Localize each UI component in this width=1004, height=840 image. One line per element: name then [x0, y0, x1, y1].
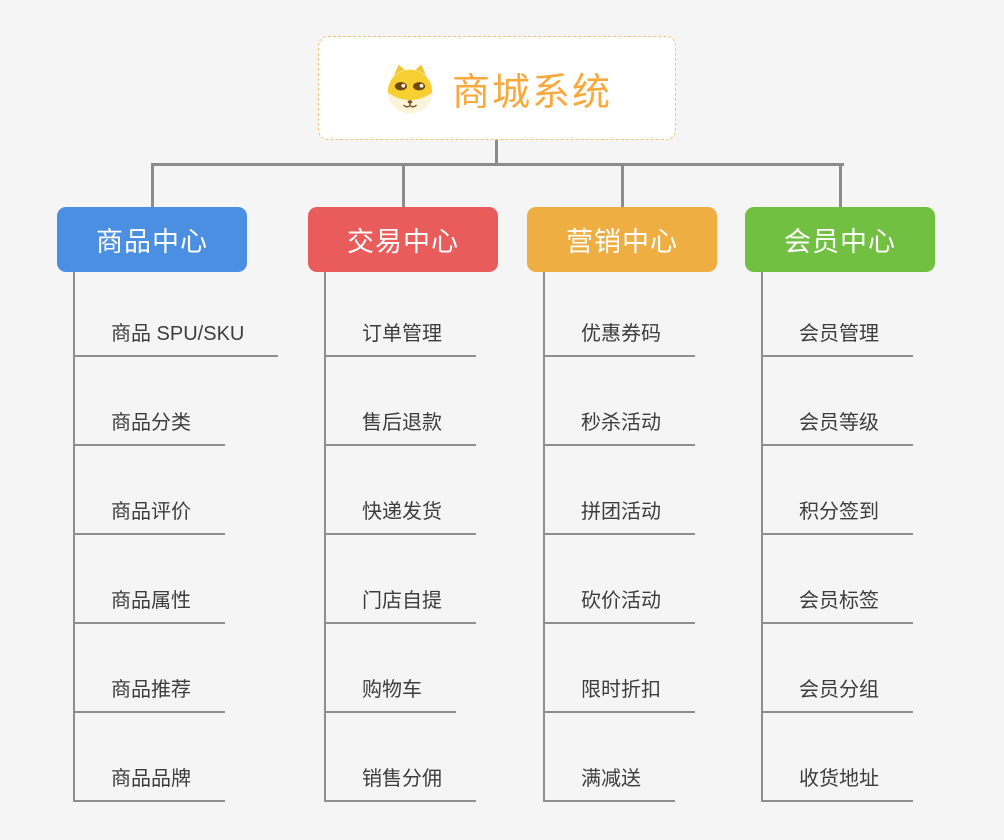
branch-label: 商品中心	[96, 227, 208, 257]
leaf-node[interactable]: 商品评价	[73, 497, 225, 535]
leaf-node[interactable]: 购物车	[324, 675, 456, 713]
connector-column-line	[761, 272, 763, 802]
leaf-node[interactable]: 积分签到	[761, 497, 913, 535]
leaf-node[interactable]: 优惠券码	[543, 319, 695, 357]
connector-branch-stub	[150, 163, 154, 207]
root-title: 商城系统	[451, 71, 612, 114]
leaf-node[interactable]: 会员等级	[761, 408, 913, 446]
leaf-node[interactable]: 快递发货	[324, 497, 476, 535]
root-node[interactable]: 商城系统	[318, 36, 676, 140]
leaf-node[interactable]: 砍价活动	[543, 586, 695, 624]
connector-branch-stub	[620, 163, 624, 207]
branch-label: 会员中心	[784, 227, 896, 257]
leaf-node[interactable]: 商品品牌	[73, 764, 225, 802]
leaf-node[interactable]: 商品属性	[73, 586, 225, 624]
leaf-node[interactable]: 门店自提	[324, 586, 476, 624]
branch-label: 营销中心	[566, 227, 678, 257]
leaf-node[interactable]: 秒杀活动	[543, 408, 695, 446]
connector-branch-stub	[401, 163, 405, 207]
leaf-node[interactable]: 会员管理	[761, 319, 913, 357]
branch-node[interactable]: 交易中心	[308, 207, 498, 272]
leaf-node[interactable]: 满减送	[543, 764, 675, 802]
leaf-node[interactable]: 会员标签	[761, 586, 913, 624]
shiba-dog-icon	[387, 64, 433, 114]
leaf-node[interactable]: 收货地址	[761, 764, 913, 802]
leaf-node[interactable]: 会员分组	[761, 675, 913, 713]
connector-column-line	[543, 272, 545, 802]
connector-root-stub	[495, 140, 498, 164]
branch-node[interactable]: 营销中心	[527, 207, 717, 272]
connector-column-line	[73, 272, 75, 802]
leaf-node[interactable]: 订单管理	[324, 319, 476, 357]
leaf-node[interactable]: 拼团活动	[543, 497, 695, 535]
connector-bus	[151, 163, 844, 166]
leaf-node[interactable]: 销售分佣	[324, 764, 476, 802]
leaf-node[interactable]: 限时折扣	[543, 675, 695, 713]
leaf-node[interactable]: 商品分类	[73, 408, 225, 446]
connector-column-line	[324, 272, 326, 802]
leaf-node[interactable]: 商品推荐	[73, 675, 225, 713]
connector-branch-stub	[838, 163, 842, 207]
leaf-node[interactable]: 商品 SPU/SKU	[73, 319, 279, 357]
leaf-node[interactable]: 售后退款	[324, 408, 476, 446]
branch-node[interactable]: 会员中心	[745, 207, 935, 272]
branch-label: 交易中心	[347, 227, 459, 257]
branch-node[interactable]: 商品中心	[57, 207, 247, 272]
